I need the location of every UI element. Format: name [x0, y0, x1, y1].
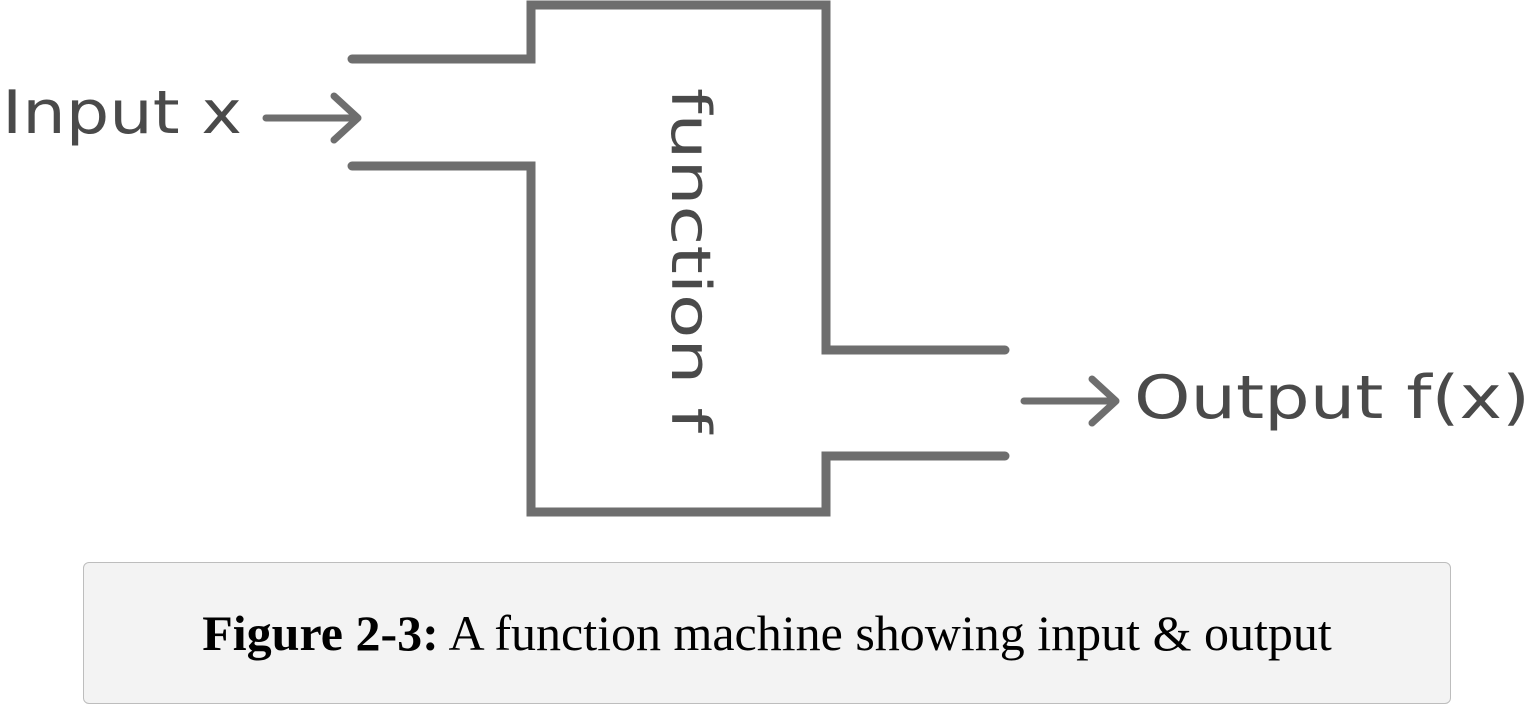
input-label: Input x — [2, 78, 242, 148]
output-arrow — [1020, 375, 1120, 427]
input-arrow — [262, 92, 362, 144]
output-label: Output f(x) — [1134, 363, 1530, 433]
caption-figure-number: Figure 2-3: — [202, 605, 439, 661]
function-label: function f — [659, 88, 722, 436]
caption-description: A function machine showing input & outpu… — [448, 605, 1332, 661]
machine-body — [347, 0, 1010, 517]
figure-caption: Figure 2-3: A function machine showing i… — [83, 562, 1451, 704]
caption-text: Figure 2-3: A function machine showing i… — [202, 604, 1332, 662]
